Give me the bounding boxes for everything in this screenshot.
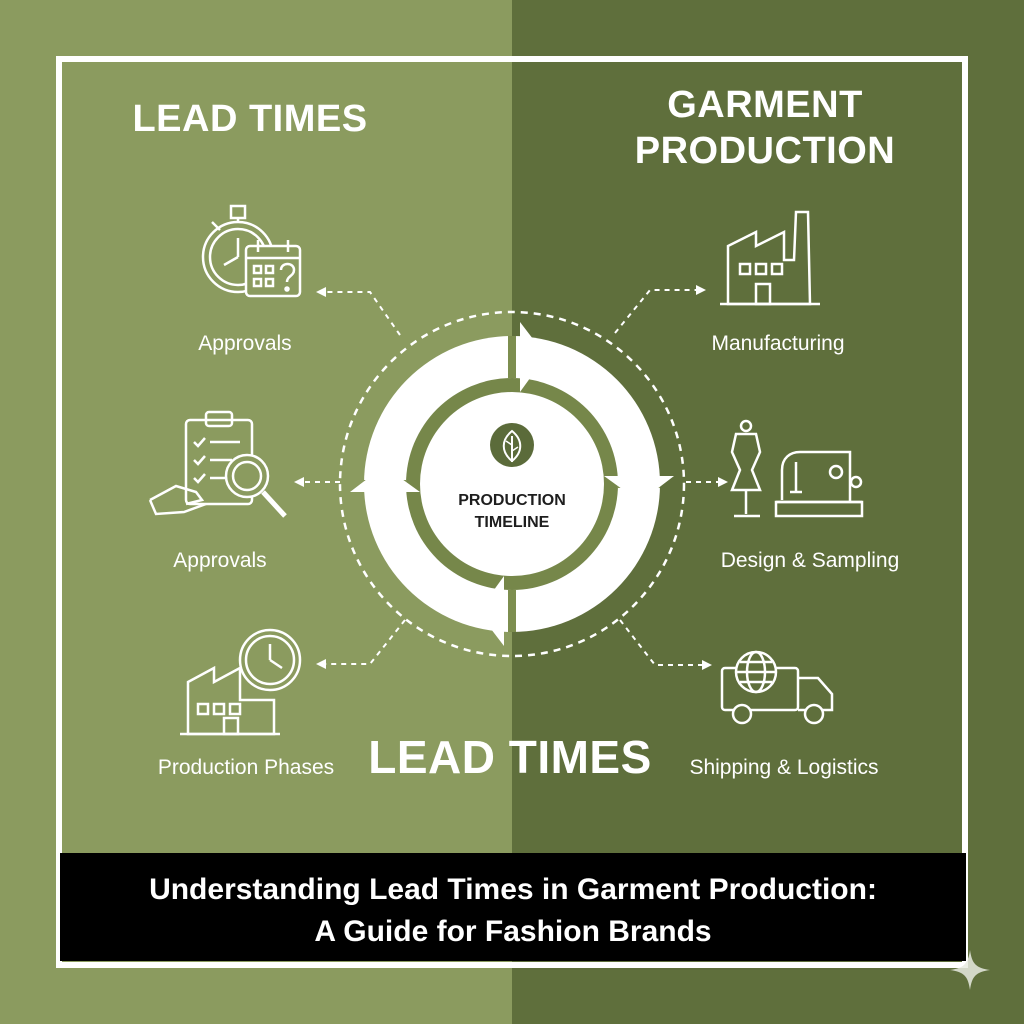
left-title: LEAD TIMES [132,98,368,140]
label-design-sampling: Design & Sampling [720,549,900,572]
delivery-truck-globe-icon [720,650,834,725]
right-title-line2: PRODUCTION [634,130,896,172]
sparkle-icon [950,950,990,990]
connector-arrowheads [294,285,728,670]
label-production-phases: Production Phases [157,756,335,779]
connector-approvals-top [322,291,401,336]
leaf-icon [490,423,534,467]
hub-label: PRODUCTION TIMELINE [422,490,602,534]
right-title: GARMENT PRODUCTION [600,82,930,174]
hub-label-line1: PRODUCTION [458,492,566,509]
connector-manufacturing [614,289,700,334]
connector-lines [300,289,722,666]
white-frame-border [56,56,968,968]
stopwatch-calendar-icon [201,204,302,298]
factory-icon [720,210,820,306]
banner-line1: Understanding Lead Times in Garment Prod… [149,873,877,906]
connector-shipping [619,619,706,666]
label-approvals-top: Approvals [198,332,292,355]
mannequin-sewing-machine-icon [730,419,864,518]
banner-line2: A Guide for Fashion Brands [314,915,712,948]
connector-production-phases [322,619,406,665]
hub-circle [420,392,604,576]
right-title-line1: GARMENT [667,84,863,126]
bottom-banner: Understanding Lead Times in Garment Prod… [60,853,966,961]
factory-clock-icon [180,628,302,736]
label-approvals-mid: Approvals [173,549,267,572]
center-bottom-title: LEAD TIMES [368,731,652,783]
dashed-ring [338,310,686,658]
label-manufacturing: Manufacturing [711,332,845,355]
checklist-magnifier-icon [148,410,287,518]
hub-label-line2: TIMELINE [474,514,550,531]
label-shipping-logistics: Shipping & Logistics [689,756,879,779]
